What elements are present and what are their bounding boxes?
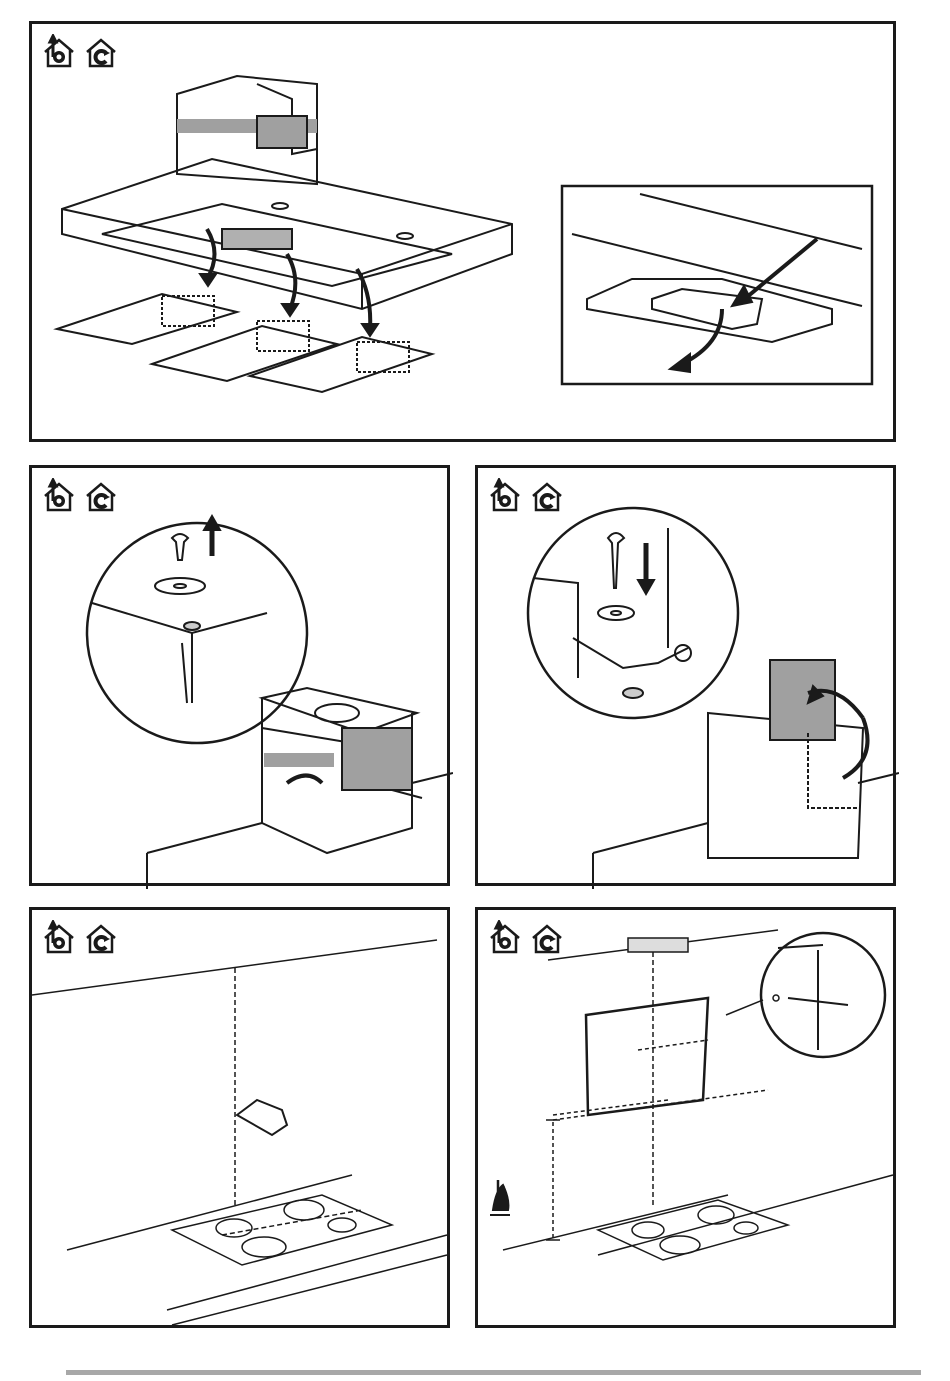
panel-remove-screw <box>29 465 450 886</box>
hood-filter-illustration <box>32 24 899 445</box>
footer-bar <box>66 1370 921 1375</box>
template-wall-illustration <box>478 910 899 1331</box>
panel-fit-screw <box>475 465 896 886</box>
gas-hob-icon <box>490 1185 510 1215</box>
wall-marking-illustration <box>32 910 453 1331</box>
panel-mark-wall <box>29 907 450 1328</box>
panel-template-wall <box>475 907 896 1328</box>
screw-removal-illustration <box>32 468 453 889</box>
screw-fitting-illustration <box>478 468 899 889</box>
panel-filter-removal <box>29 21 896 442</box>
